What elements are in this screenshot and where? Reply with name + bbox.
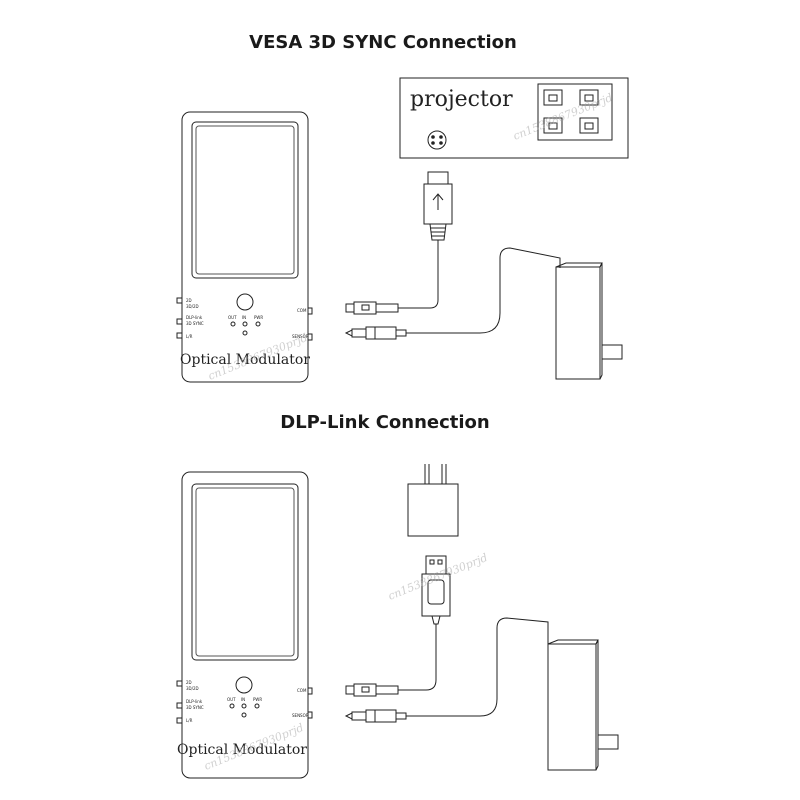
side-label: COM bbox=[297, 688, 307, 693]
device-label-2: Optical Modulator bbox=[177, 742, 307, 758]
power-adapter-icon-2 bbox=[547, 639, 619, 771]
rj45-port-icon bbox=[543, 89, 599, 134]
optical-modulator-device-2 bbox=[176, 471, 313, 779]
watermark: cn1538867930prjd bbox=[386, 551, 489, 603]
port-label: 2D bbox=[186, 680, 192, 685]
button-label: PWR bbox=[254, 315, 263, 320]
port-label: DLP-link bbox=[186, 699, 203, 704]
port-label: 3D/2D bbox=[186, 686, 199, 691]
port-label: DLP-link bbox=[186, 315, 203, 320]
device-label-1: Optical Modulator bbox=[180, 352, 310, 368]
audio-jack-icon-2 bbox=[344, 617, 549, 723]
port-label: L/R bbox=[186, 718, 193, 723]
mini-din-cable bbox=[398, 171, 453, 309]
projector-label: projector bbox=[410, 87, 513, 112]
watermark: cn1538867930prjd bbox=[511, 91, 614, 143]
optical-modulator-device-1 bbox=[176, 111, 313, 383]
port-label: 2D bbox=[186, 298, 192, 303]
side-label: SENSOR bbox=[292, 713, 309, 718]
projector-icon bbox=[399, 77, 629, 159]
port-label: 3D SYNC bbox=[186, 321, 204, 326]
mini-din-icon bbox=[427, 130, 447, 150]
wall-plug-icon bbox=[407, 464, 459, 537]
port-label: 3D SYNC bbox=[186, 705, 204, 710]
usb-connector-icon bbox=[345, 301, 399, 315]
usb-a-plug-icon bbox=[398, 555, 451, 691]
port-label: 3D/2D bbox=[186, 304, 199, 309]
usb-connector-icon-2 bbox=[345, 683, 399, 697]
power-adapter-icon bbox=[555, 262, 623, 380]
button-label: OUT bbox=[228, 315, 237, 320]
vesa-section-title: VESA 3D SYNC Connection bbox=[249, 32, 517, 53]
dlp-section-title: DLP-Link Connection bbox=[280, 412, 490, 433]
port-label: L/R bbox=[186, 334, 193, 339]
button-label: IN bbox=[241, 697, 245, 702]
side-label: COM bbox=[297, 308, 307, 313]
side-label: SENSOR bbox=[292, 334, 309, 339]
audio-jack-icon bbox=[344, 247, 561, 340]
button-label: OUT bbox=[227, 697, 236, 702]
button-label: PWR bbox=[253, 697, 262, 702]
button-label: IN bbox=[242, 315, 246, 320]
